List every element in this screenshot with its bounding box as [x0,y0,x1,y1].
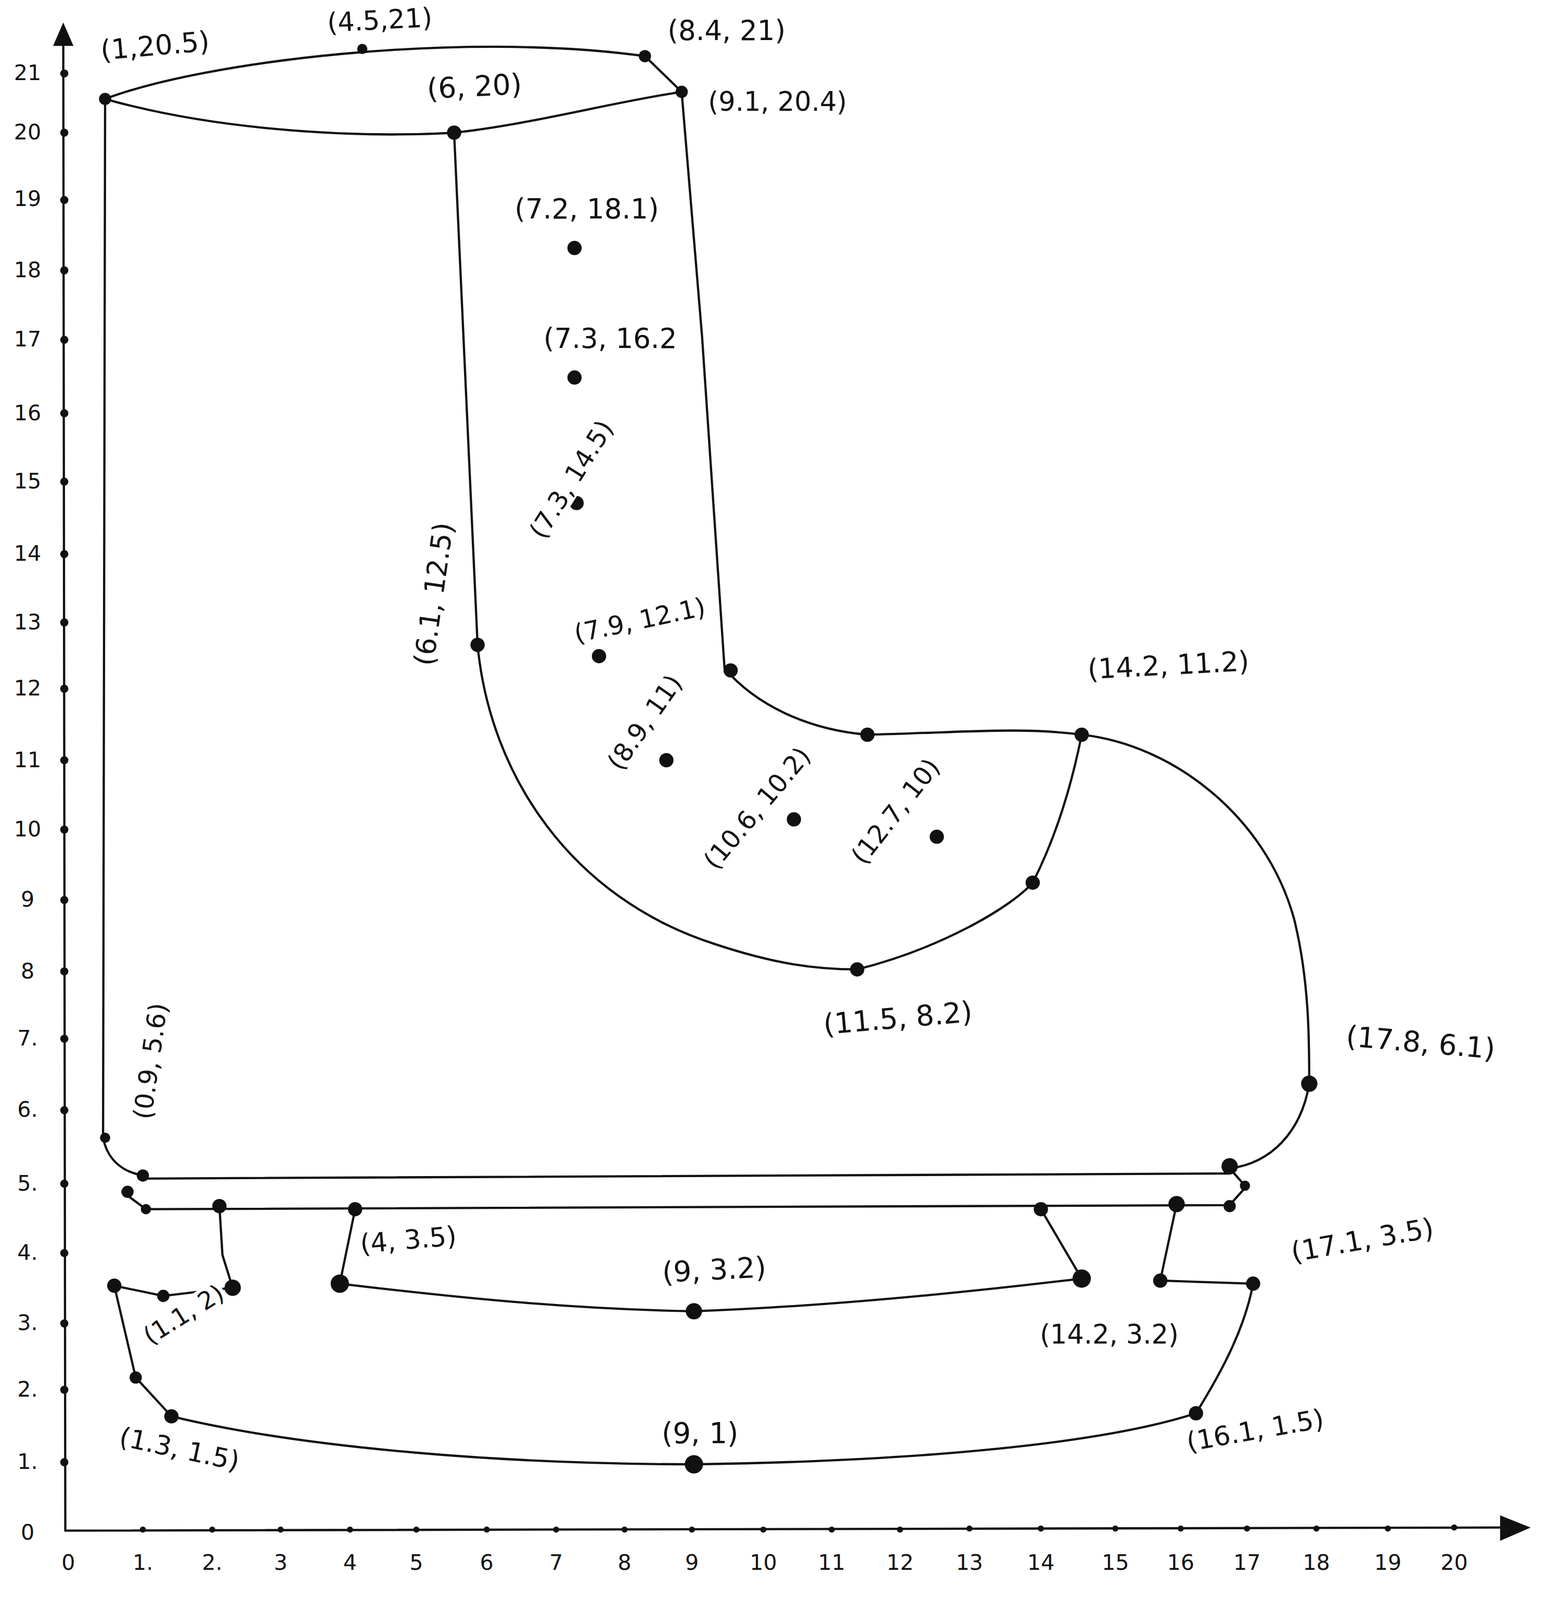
axis-tick-label: 11 [12,749,43,772]
point-coordinate-label: (12.7, 10) [845,752,947,871]
axis-tick-label: 13 [954,1552,985,1575]
axis-tick-label: 2. [15,1378,40,1401]
point-coordinate-label: (17.1, 3.5) [1287,1213,1438,1268]
axis-tick-label: 1. [131,1552,155,1575]
axis-tick-label: 17 [12,328,43,352]
axis-tick-label: 20 [1438,1552,1470,1575]
axis-tick-label: 10 [12,818,43,841]
axis-tick-label: 4. [15,1241,40,1265]
axis-tick-label: 0 [59,1552,77,1575]
point-coordinate-label: (11.5, 8.2) [820,996,976,1040]
point-coordinate-label: (14.2, 3.2) [1038,1320,1181,1349]
axis-tick-label: 8 [615,1552,633,1575]
axis-tick-label: 12 [12,677,43,701]
point-coordinate-label: (9, 3.2) [660,1252,769,1288]
axis-tick-label: 1. [15,1450,40,1474]
axis-tick-label: 15 [12,470,43,493]
point-coordinate-label: (1,20.5) [97,26,213,66]
point-coordinate-label: (7.3, 14.5) [523,414,620,545]
axis-tick-label: 15 [1100,1552,1131,1575]
point-coordinate-label: (4.5,21) [325,3,435,37]
point-coordinate-label: (7.3, 16.2 [542,324,679,354]
axis-tick-label: 21 [12,62,43,85]
point-coordinate-label: (0.9, 5.6) [129,999,173,1123]
point-coordinate-label: (9.1, 20.4) [706,87,849,117]
point-coordinate-label: (1.1, 2) [137,1279,230,1350]
axis-tick-label: 6 [478,1552,496,1575]
axis-tick-label: 19 [1372,1552,1403,1575]
axis-tick-label: 14 [12,543,43,566]
point-coordinate-label: (8.9, 11) [601,668,689,777]
point-coordinate-label: (6, 20) [424,69,525,105]
axis-tick-label: 4 [341,1552,359,1575]
axis-tick-label: 7. [15,1027,40,1050]
axis-tick-label: 12 [884,1552,916,1575]
axis-tick-label: 5 [407,1552,425,1575]
point-coordinate-label: (7.9, 12.1) [570,593,710,648]
axis-tick-label: 17 [1231,1552,1262,1575]
axis-tick-label: 18 [1300,1552,1332,1575]
axis-tick-label: 16 [12,402,43,425]
axis-tick-label: 13 [12,611,43,634]
axis-tick-label: 3 [272,1552,289,1575]
axis-tick-label: 16 [1165,1552,1196,1575]
point-coordinate-label: (6.1, 12.5) [408,519,459,669]
point-coordinate-label: (10.6, 10.2) [698,741,817,876]
axis-tick-label: 9 [19,889,36,912]
axis-tick-label: 20 [12,121,43,144]
axis-tick-label: 5. [15,1172,40,1195]
point-coordinate-label: (1.3, 1.5) [115,1422,244,1476]
point-coordinate-label: (17.8, 6.1) [1343,1021,1498,1065]
axis-tick-label: 6. [15,1099,40,1122]
axis-tick-label: 3. [15,1312,40,1335]
axis-tick-label: 9 [683,1552,701,1575]
point-coordinate-label: (14.2, 11.2) [1085,646,1252,685]
axis-tick-label: 8 [19,960,36,983]
point-coordinate-label: (7.2, 18.1) [512,194,661,224]
point-coordinate-label: (9, 1) [660,1418,741,1449]
point-coordinate-label: (16.1, 1.5) [1182,1404,1328,1457]
axis-tick-label: 0 [19,1521,36,1544]
axis-tick-label: 2. [200,1552,224,1575]
point-coordinate-label: (8.4, 21) [665,16,788,46]
axis-tick-label: 11 [816,1552,847,1575]
axis-tick-label: 19 [12,187,43,211]
axis-tick-label: 10 [748,1552,779,1575]
axis-tick-label: 14 [1025,1552,1056,1575]
axis-tick-label: 7 [547,1552,565,1575]
axis-tick-label: 18 [12,259,43,282]
point-coordinate-label: (4, 3.5) [357,1221,460,1258]
